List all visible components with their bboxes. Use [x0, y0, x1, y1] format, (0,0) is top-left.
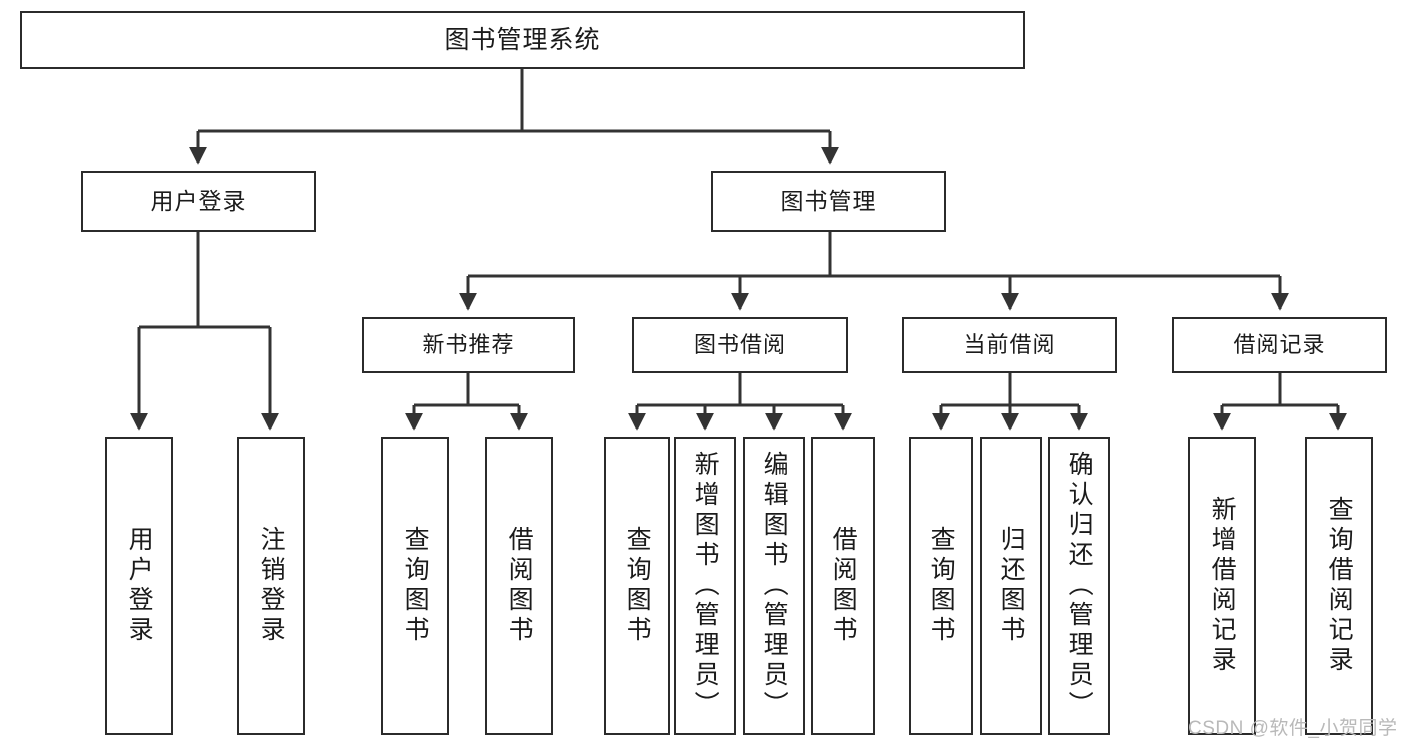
- node-label: 查询借阅记录: [1325, 496, 1354, 676]
- leaf-add-book-admin[interactable]: 新增图书（管理员）: [674, 437, 736, 735]
- leaf-confirm-return-admin[interactable]: 确认归还（管理员）: [1048, 437, 1110, 735]
- node-label: 图书管理: [780, 188, 877, 215]
- node-label: 查询图书: [623, 526, 652, 646]
- node-label: 新增借阅记录: [1208, 496, 1237, 676]
- node-label: 注销登录: [257, 526, 286, 646]
- node-label: 用户登录: [125, 526, 154, 646]
- node-label: 当前借阅: [963, 331, 1056, 357]
- node-label: 图书借阅: [693, 331, 786, 357]
- node-label: 借阅图书: [505, 526, 534, 646]
- node-label: 编辑图书（管理员）: [760, 451, 789, 721]
- node-book-management[interactable]: 图书管理: [711, 171, 946, 232]
- leaf-user-login[interactable]: 用户登录: [105, 437, 173, 735]
- node-user-login[interactable]: 用户登录: [81, 171, 316, 232]
- node-label: 查询图书: [927, 526, 956, 646]
- leaf-return-book[interactable]: 归还图书: [980, 437, 1042, 735]
- leaf-edit-book-admin[interactable]: 编辑图书（管理员）: [743, 437, 805, 735]
- node-label: 确认归还（管理员）: [1065, 451, 1094, 721]
- node-label: 新增图书（管理员）: [691, 451, 720, 721]
- leaf-query-book-recommend[interactable]: 查询图书: [381, 437, 449, 735]
- node-root-book-management-system[interactable]: 图书管理系统: [20, 11, 1025, 69]
- node-book-borrow[interactable]: 图书借阅: [632, 317, 848, 373]
- leaf-user-logout[interactable]: 注销登录: [237, 437, 305, 735]
- leaf-borrow-book-borrow[interactable]: 借阅图书: [811, 437, 875, 735]
- leaf-borrow-book-recommend[interactable]: 借阅图书: [485, 437, 553, 735]
- node-label: 归还图书: [997, 526, 1026, 646]
- leaf-add-borrow-record[interactable]: 新增借阅记录: [1188, 437, 1256, 735]
- node-label: 图书管理系统: [444, 25, 601, 54]
- leaf-query-borrow-record[interactable]: 查询借阅记录: [1305, 437, 1373, 735]
- node-label: 借阅图书: [829, 526, 858, 646]
- node-current-borrow[interactable]: 当前借阅: [902, 317, 1117, 373]
- csdn-watermark: CSDN @软件_小贺同学: [1188, 718, 1398, 739]
- node-label: 借阅记录: [1233, 331, 1326, 357]
- leaf-query-book-current[interactable]: 查询图书: [909, 437, 973, 735]
- leaf-query-book-borrow[interactable]: 查询图书: [604, 437, 670, 735]
- node-label: 用户登录: [150, 188, 247, 215]
- node-label: 查询图书: [401, 526, 430, 646]
- node-new-book-recommend[interactable]: 新书推荐: [362, 317, 575, 373]
- node-borrow-record[interactable]: 借阅记录: [1172, 317, 1387, 373]
- node-label: 新书推荐: [422, 331, 515, 357]
